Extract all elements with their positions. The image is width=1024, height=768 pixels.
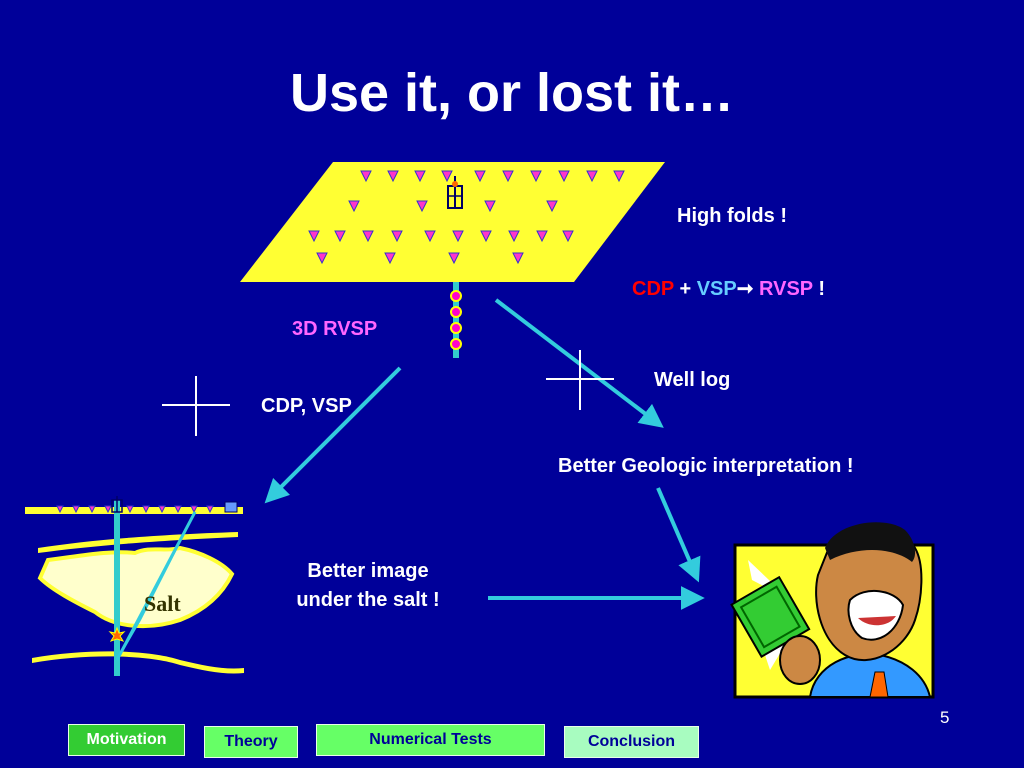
nav-theory-button[interactable]: Theory xyxy=(204,726,298,758)
cdp-vsp-label: CDP, VSP xyxy=(261,395,352,417)
cross-icon xyxy=(546,350,614,410)
receiver-triangle-icon xyxy=(502,170,514,183)
receiver-triangle-icon xyxy=(158,505,166,514)
receiver-triangle-icon xyxy=(558,170,570,183)
drill-rig-icon xyxy=(447,176,463,209)
receiver-triangle-icon xyxy=(56,505,64,514)
well-log-label: Well log xyxy=(654,369,731,391)
salt-label: Salt xyxy=(144,591,181,616)
receiver-triangle-icon xyxy=(562,230,574,243)
rvsp-text: RVSP xyxy=(759,278,813,300)
receiver-triangle-icon xyxy=(416,200,428,213)
better-image-line1: Better image xyxy=(307,560,429,582)
plus-text: + xyxy=(679,278,692,300)
receiver-triangle-icon xyxy=(308,230,320,243)
receiver-triangle-icon-group xyxy=(308,170,625,265)
receiver-triangle-icon xyxy=(480,230,492,243)
arrow-to-well-log xyxy=(494,298,664,428)
receiver-triangle-icon xyxy=(316,252,328,265)
receiver-triangle-icon xyxy=(362,230,374,243)
arrow-to-cdp-vsp xyxy=(264,366,402,504)
receiver-triangle-icon xyxy=(206,505,214,514)
survey-plane xyxy=(240,162,665,282)
receiver-triangle-icon xyxy=(512,252,524,265)
arrow-to-result-top xyxy=(656,487,701,583)
receiver-triangle-icon xyxy=(126,505,134,514)
better-image-label: Better image under the salt ! xyxy=(268,557,468,615)
borehole xyxy=(450,282,462,358)
receiver-triangle-icon xyxy=(530,170,542,183)
better-image-line2: under the salt ! xyxy=(296,589,440,611)
receiver-triangle-icon xyxy=(72,505,80,514)
receiver-triangle-icon xyxy=(452,230,464,243)
arrow-right-icon: ➞ xyxy=(736,278,754,300)
receiver-triangle-icon xyxy=(613,170,625,183)
nav-conclusion-button[interactable]: Conclusion xyxy=(564,726,699,758)
receiver-triangle-icon xyxy=(348,200,360,213)
nav-numerical-tests-button[interactable]: Numerical Tests xyxy=(316,724,545,756)
receiver-triangle-icon xyxy=(142,505,150,514)
receiver-triangle-icon xyxy=(88,505,96,514)
nav-motivation-button[interactable]: Motivation xyxy=(68,724,185,756)
better-geologic-label: Better Geologic interpretation ! xyxy=(558,455,854,477)
receiver-triangle-icon xyxy=(424,230,436,243)
receiver-triangle-icon xyxy=(190,505,198,514)
salt-cross-section xyxy=(25,496,244,676)
cdp-text: CDP xyxy=(632,278,674,300)
receiver-triangle-icon xyxy=(360,170,372,183)
high-folds-label: High folds ! xyxy=(677,205,787,227)
page-number: 5 xyxy=(940,708,950,727)
seismic-source-icon xyxy=(450,322,462,334)
receiver-triangle-icon xyxy=(586,170,598,183)
seismic-source-icon-group xyxy=(450,290,462,350)
seismic-source-icon xyxy=(450,290,462,302)
slide-title: Use it, or lost it… xyxy=(289,63,735,123)
receiver-triangle-icon xyxy=(391,230,403,243)
receiver-triangle-icon xyxy=(174,505,182,514)
receiver-triangle-icon xyxy=(384,252,396,265)
receiver-triangle-icon xyxy=(387,170,399,183)
receiver-triangle-icon xyxy=(474,170,486,183)
receiver-triangle-icon xyxy=(484,200,496,213)
cdp-vsp-rvsp-equation: CDP + VSP➞ RVSP ! xyxy=(632,276,825,301)
vsp-text: VSP xyxy=(696,278,737,300)
seismic-source-icon xyxy=(450,338,462,350)
receiver-triangle-icon xyxy=(441,170,453,183)
rvsp-3d-label: 3D RVSP xyxy=(292,318,378,340)
receiver-triangle-icon xyxy=(104,505,112,514)
receiver-triangle-icon xyxy=(448,252,460,265)
receiver-triangle-icon-group xyxy=(56,505,214,514)
receiver-triangle-icon xyxy=(334,230,346,243)
bang-text: ! xyxy=(818,278,826,300)
receiver-triangle-icon xyxy=(508,230,520,243)
receiver-triangle-icon xyxy=(546,200,558,213)
seismic-source-icon xyxy=(450,306,462,318)
cross-icon xyxy=(162,376,230,436)
receiver-triangle-icon xyxy=(414,170,426,183)
receiver-triangle-icon xyxy=(536,230,548,243)
